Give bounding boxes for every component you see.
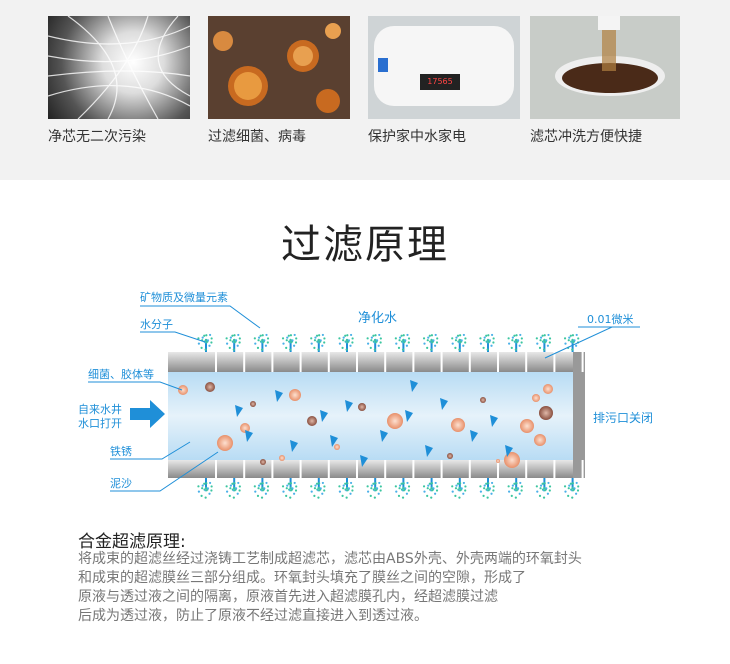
label-pore-size: 0.01微米	[587, 312, 634, 326]
label-sediment: 泥沙	[110, 477, 132, 490]
water-molecule-icon	[451, 478, 467, 499]
impurity-shard	[360, 455, 368, 467]
label-drain: 排污口关闭	[593, 411, 653, 425]
particle	[217, 435, 233, 451]
particle	[250, 401, 256, 407]
water-molecule-icon	[422, 333, 439, 352]
particle	[260, 459, 266, 465]
water-molecule-icon	[535, 478, 552, 499]
impurity-shard	[440, 398, 448, 410]
water-molecule-icon	[310, 478, 326, 499]
water-molecule-icon	[253, 478, 270, 499]
particle	[289, 389, 301, 401]
impurity-shard	[490, 415, 498, 427]
flush-bucket-photo	[530, 16, 680, 119]
water-molecule-icon	[507, 478, 523, 499]
feature-caption: 保护家中水家电	[368, 129, 466, 145]
particle	[334, 444, 340, 450]
impurity-shard	[410, 380, 418, 392]
particle	[532, 394, 540, 402]
principle-line: 原液与透过液之间的隔离，原液首先进入超滤膜孔内，经超滤膜过滤	[78, 589, 498, 605]
impurity-shard	[425, 445, 433, 457]
feature-band: 17565 净芯无二次污染 过滤细菌、病毒 保护家中水家电 滤芯冲洗方便快捷	[0, 0, 730, 180]
particle	[539, 406, 553, 420]
water-molecule-icon	[366, 478, 382, 499]
particle	[447, 453, 453, 459]
particle	[387, 413, 403, 429]
particle	[480, 397, 486, 403]
label-inlet: 水口打开	[78, 416, 122, 430]
impurity-shard	[505, 445, 513, 457]
tube-top-wall	[168, 352, 576, 372]
bacteria-photo	[208, 16, 350, 119]
label-bacteria: 细菌、胶体等	[88, 367, 154, 381]
principle-line: 将成束的超滤丝经过浇铸工艺制成超滤芯，滤芯由ABS外壳、外壳两端的环氧封头	[78, 551, 582, 567]
label-rust: 铁锈	[110, 445, 132, 458]
heater-display: 17565	[420, 74, 460, 90]
water-molecule-icon	[225, 333, 241, 352]
impurity-shard	[275, 390, 283, 402]
water-molecule-icon	[253, 333, 270, 352]
feature-caption: 净芯无二次污染	[48, 129, 146, 145]
water-molecule-icon	[338, 478, 354, 499]
water-molecule-icon	[281, 333, 298, 352]
particle	[496, 459, 500, 463]
particle	[240, 423, 250, 433]
particle	[279, 455, 285, 461]
water-molecule-icon	[197, 333, 213, 352]
impurity-shard	[330, 435, 338, 447]
particle	[307, 416, 317, 426]
water-molecule-icon	[422, 478, 439, 499]
label-minerals: 矿物质及微量元素	[140, 290, 228, 304]
principle-line: 和成束的超滤膜丝三部分组成。环氧封头填充了膜丝之间的空隙，形成了	[78, 570, 526, 586]
feature-caption: 滤芯冲洗方便快捷	[530, 129, 642, 145]
water-molecule-icon	[479, 333, 495, 352]
water-heater-photo: 17565	[368, 16, 520, 119]
particle	[520, 419, 534, 433]
impurity-shard	[345, 400, 353, 412]
water-molecule-icon	[310, 333, 326, 352]
particle	[451, 418, 465, 432]
water-molecule-icon	[394, 478, 411, 499]
water-molecule-icon	[394, 333, 411, 352]
filtration-diagram: 矿物质及微量元素 净化水 水分子 0.01微米 细菌、胶体等 自来水井 水口打开…	[78, 290, 653, 499]
particle	[504, 452, 520, 468]
page-title: 过滤原理	[281, 222, 449, 268]
water-molecule-icon	[366, 333, 382, 352]
feature-caption: 过滤细菌、病毒	[208, 129, 306, 145]
water-molecule-icon	[563, 333, 580, 352]
principle-title: 合金超滤原理:	[78, 532, 186, 552]
label-purified-water: 净化水	[358, 311, 397, 326]
water-molecule-icon	[563, 478, 580, 499]
water-molecule-icon	[535, 333, 552, 352]
principle-text: 将成束的超滤丝经过浇铸工艺制成超滤芯，滤芯由ABS外壳、外壳两端的环氧封头 和成…	[78, 550, 638, 626]
particle	[178, 385, 188, 395]
water-molecule-icon	[281, 478, 298, 499]
label-inlet: 自来水井	[78, 402, 122, 416]
impurity-shard	[380, 430, 388, 442]
water-molecule-icon	[197, 478, 213, 499]
impurity-shard	[235, 405, 243, 417]
water-molecule-icon	[338, 333, 354, 352]
particle	[543, 384, 553, 394]
water-molecule-icon	[451, 333, 467, 352]
impurity-shard	[405, 410, 413, 422]
particle	[205, 382, 215, 392]
label-water-molecule: 水分子	[140, 318, 173, 331]
tube-end-cap	[573, 352, 585, 478]
hollow-fiber-photo	[48, 16, 190, 119]
impurity-shard	[245, 430, 253, 442]
particle	[358, 403, 366, 411]
impurity-shard	[320, 410, 328, 422]
inlet-arrow-icon	[130, 400, 165, 428]
water-molecule-icon	[507, 333, 523, 352]
impurity-shard	[470, 430, 478, 442]
particle	[534, 434, 546, 446]
principle-line: 后成为透过液，防止了原液不经过滤直接进入到透过液。	[78, 608, 428, 624]
water-molecule-icon	[225, 478, 241, 499]
water-molecule-icon	[479, 478, 495, 499]
impurity-shard	[290, 440, 298, 452]
tube-bottom-wall	[168, 460, 576, 478]
